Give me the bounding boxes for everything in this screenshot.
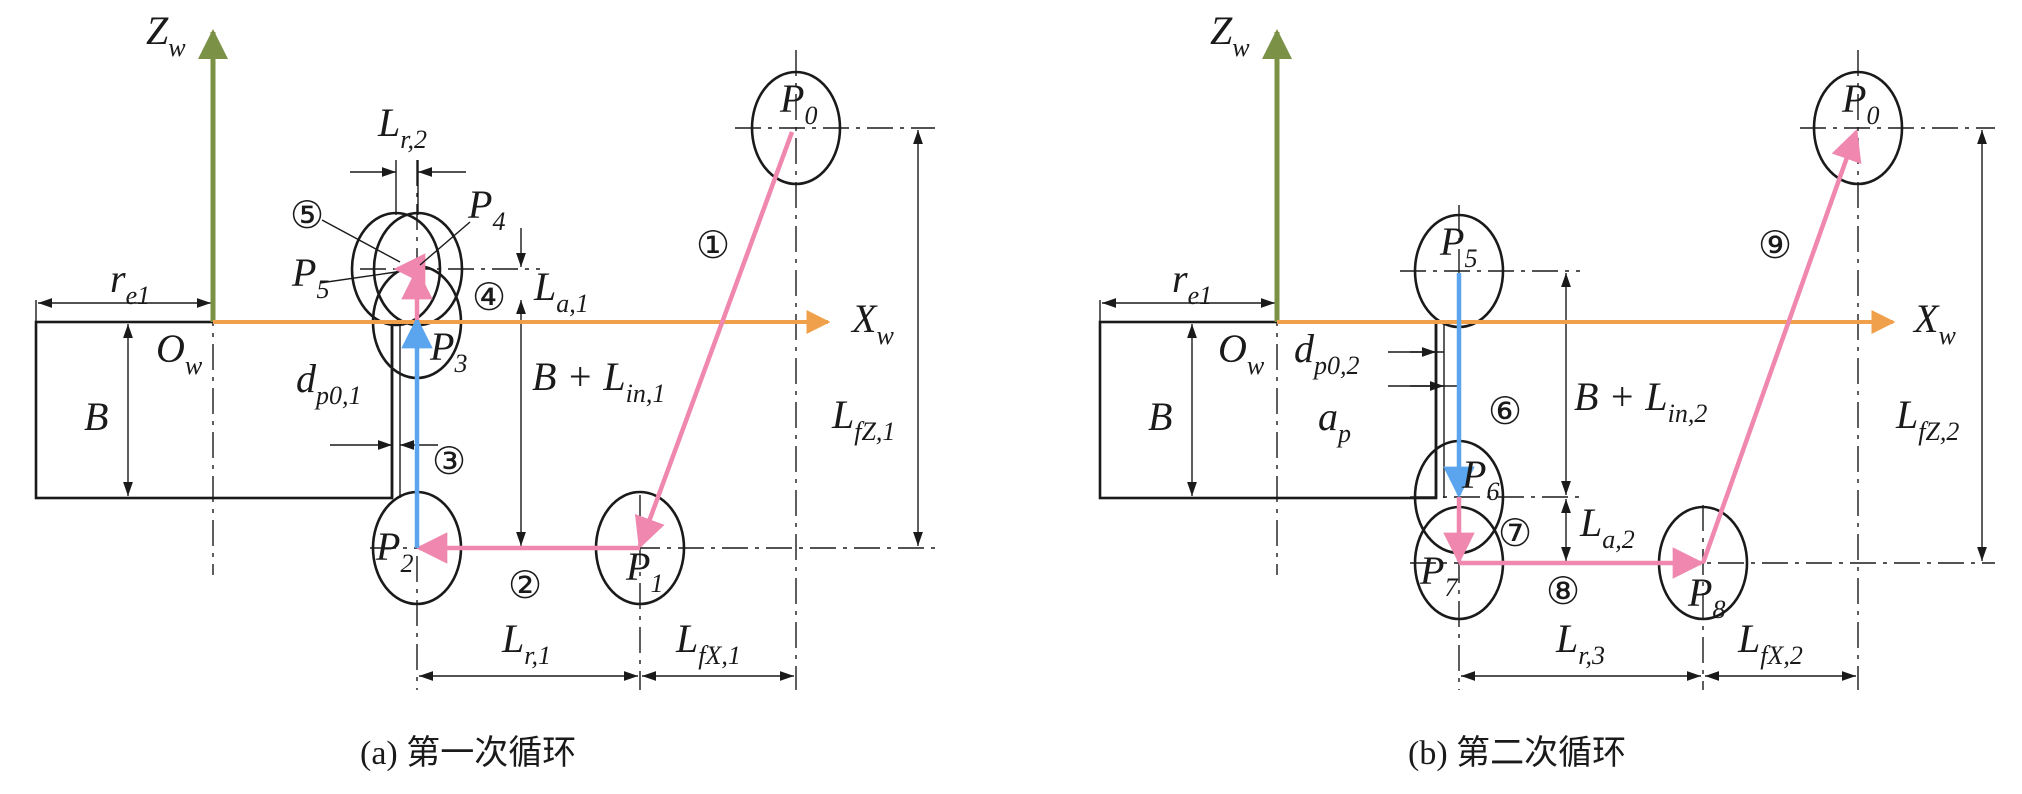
- label-re1-a: r: [110, 256, 126, 301]
- svg-text:P0: P0: [779, 76, 817, 130]
- svg-text:B + Lin,2: B + Lin,2: [1574, 374, 1707, 428]
- label-blin-a: B + L: [532, 354, 626, 399]
- step-9-b: ⑨: [1758, 225, 1792, 267]
- label-b-b: B: [1148, 394, 1172, 439]
- label-dp-b: d: [1294, 326, 1315, 371]
- svg-text:P2: P2: [375, 524, 413, 578]
- label-p5-a: P: [291, 250, 316, 295]
- svg-text:Ow: Ow: [1218, 326, 1265, 380]
- label-lr1-a: L: [501, 616, 524, 661]
- svg-text:dp0,1: dp0,1: [296, 356, 362, 410]
- label-lfz-a: L: [831, 392, 854, 437]
- label-lr3-b: L: [1555, 616, 1578, 661]
- svg-text:re1: re1: [110, 256, 150, 310]
- label-la2-b: L: [1579, 500, 1602, 545]
- svg-text:LfX,2: LfX,2: [1737, 616, 1803, 670]
- svg-text:P5: P5: [291, 250, 329, 304]
- svg-text:P6: P6: [1461, 452, 1499, 506]
- label-ap-b: a: [1318, 394, 1338, 439]
- svg-text:P8: P8: [1687, 570, 1725, 624]
- step-1-a: ①: [696, 225, 730, 267]
- label-ow-a: O: [156, 326, 185, 371]
- label-b-a: B: [84, 394, 108, 439]
- step-2-a: ②: [508, 565, 542, 607]
- label-xw-b: X: [1912, 296, 1940, 341]
- label-re1-b: r: [1172, 256, 1188, 301]
- step-3-a: ③: [432, 441, 466, 483]
- svg-text:Lr,2: Lr,2: [377, 100, 427, 154]
- label-p8-b: P: [1687, 570, 1712, 615]
- step-5-a: ⑤: [290, 195, 324, 237]
- svg-text:Zw: Zw: [146, 8, 186, 62]
- panel-b: Zw Xw Ow re1 B dp0,2 ap B + Lin,2 La,2 L…: [1098, 8, 1995, 772]
- svg-text:LfZ,1: LfZ,1: [831, 392, 895, 446]
- tool-ellipse-p0-b: [1812, 70, 1904, 186]
- svg-text:Xw: Xw: [1912, 296, 1956, 350]
- label-ow-b: O: [1218, 326, 1247, 371]
- label-p0-a: P: [779, 76, 804, 121]
- label-lfz-b: L: [1895, 392, 1918, 437]
- svg-text:Xw: Xw: [850, 296, 894, 350]
- svg-text:P4: P4: [467, 182, 505, 236]
- path-9-b: [1700, 129, 1862, 564]
- step-7-b: ⑦: [1498, 513, 1532, 555]
- svg-text:dp0,2: dp0,2: [1294, 326, 1360, 380]
- svg-text:P5: P5: [1439, 219, 1477, 273]
- label-lfx-b: L: [1737, 616, 1760, 661]
- label-p1-a: P: [625, 544, 650, 589]
- label-dp-a: d: [296, 356, 317, 401]
- svg-text:ap: ap: [1318, 394, 1351, 448]
- label-lr2-a: L: [377, 100, 400, 145]
- label-zw-a: Z: [146, 8, 169, 53]
- label-la1-a: L: [533, 264, 556, 309]
- svg-text:Ow: Ow: [156, 326, 203, 380]
- label-p0-b: P: [1841, 76, 1866, 121]
- svg-text:Lr,1: Lr,1: [501, 616, 551, 670]
- svg-text:re1: re1: [1172, 256, 1212, 310]
- label-xw-a: X: [850, 296, 878, 341]
- step-6-b: ⑥: [1488, 391, 1522, 433]
- label-lfx-a: L: [675, 616, 698, 661]
- label-blin-b: B + L: [1574, 374, 1668, 419]
- svg-text:P0: P0: [1841, 76, 1879, 130]
- caption-a: (a) 第一次循环: [360, 734, 576, 772]
- label-p6-b: P: [1461, 452, 1486, 497]
- svg-text:P1: P1: [625, 544, 663, 598]
- svg-text:B + Lin,1: B + Lin,1: [532, 354, 665, 408]
- svg-text:P3: P3: [429, 324, 467, 378]
- label-p3-a: P: [429, 324, 454, 369]
- svg-text:La,1: La,1: [533, 264, 589, 318]
- panel-a: Zw Xw Ow re1 B dp0,1 B + Lin,1 LfZ,1 Lr,…: [34, 8, 935, 772]
- path-1-a: [634, 131, 795, 549]
- label-p5-b: P: [1439, 219, 1464, 264]
- step-8-b: ⑧: [1546, 571, 1580, 613]
- svg-text:La,2: La,2: [1579, 500, 1635, 554]
- label-p2-a: P: [375, 524, 400, 569]
- caption-b: (b) 第二次循环: [1408, 734, 1626, 772]
- svg-text:Lr,3: Lr,3: [1555, 616, 1605, 670]
- svg-text:P7: P7: [1419, 548, 1458, 602]
- step-4-a: ④: [472, 277, 506, 319]
- svg-text:LfZ,2: LfZ,2: [1895, 392, 1959, 446]
- label-p4-a: P: [467, 182, 492, 227]
- label-p7-b: P: [1419, 548, 1444, 593]
- label-zw-b: Z: [1210, 8, 1233, 53]
- svg-text:LfX,1: LfX,1: [675, 616, 741, 670]
- svg-text:Zw: Zw: [1210, 8, 1250, 62]
- tool-ellipse-p0-a: [750, 70, 842, 186]
